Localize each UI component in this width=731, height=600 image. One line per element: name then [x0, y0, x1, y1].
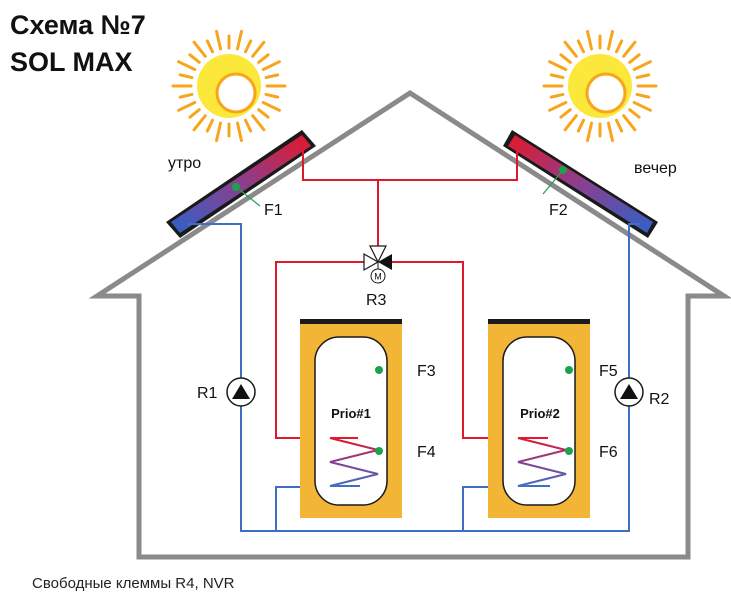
sun-ray	[205, 118, 215, 133]
sun-ray	[586, 29, 594, 51]
storage-tank-prio1	[300, 319, 402, 518]
sun-ray	[192, 40, 207, 58]
pump-r1-icon	[226, 377, 256, 407]
sun-ray	[548, 100, 568, 112]
label-evening: вечер	[634, 160, 677, 177]
sun-ray	[622, 114, 637, 132]
label-morning: утро	[168, 155, 201, 172]
pump-r2-icon	[614, 377, 644, 407]
sun-ray	[205, 39, 215, 54]
sun-ray	[178, 92, 194, 99]
sun-ray	[215, 29, 223, 51]
three-way-valve-r3-icon: M	[363, 245, 392, 284]
sun-ray	[586, 121, 594, 143]
sun-ray	[576, 39, 586, 54]
title-line-2: SOL MAX	[10, 47, 133, 77]
sun-ray	[559, 108, 572, 119]
label-r1: R1	[197, 385, 218, 402]
label-f6: F6	[599, 444, 618, 461]
sun-ray	[606, 29, 614, 51]
sun-ray	[178, 73, 194, 80]
sun-ray	[243, 118, 253, 133]
sun-ray	[251, 114, 266, 132]
sun-ray	[192, 114, 207, 132]
sun-ray	[606, 121, 614, 143]
label-r2: R2	[649, 391, 670, 408]
sun-morning-icon	[171, 29, 287, 143]
label-f3: F3	[417, 363, 436, 380]
sensor-f1	[232, 183, 240, 191]
solar-collector-right	[503, 130, 658, 238]
sun-ray	[549, 92, 565, 99]
sun-ray	[251, 40, 266, 58]
sun-ray	[635, 73, 651, 80]
sun-ray	[628, 108, 641, 119]
sensor-f6	[565, 447, 573, 455]
sun-ray	[235, 29, 243, 51]
sensor-f2	[559, 166, 567, 174]
sun-ray	[215, 121, 223, 143]
sun-ray	[243, 39, 253, 54]
sensor-leaders	[235, 169, 564, 207]
title-line-1: Схема №7	[10, 10, 146, 40]
sun-ray	[614, 118, 624, 133]
label-f2: F2	[549, 202, 568, 219]
sun-ray	[188, 108, 201, 119]
solar-collector-left	[166, 130, 316, 238]
storage-tank-prio2	[488, 319, 590, 518]
sun-ray	[559, 53, 572, 64]
sun-ray	[632, 60, 652, 72]
sensor-f4	[375, 447, 383, 455]
sun-evening-icon	[542, 29, 658, 143]
sun-ray	[177, 100, 197, 112]
sun-ray	[563, 40, 578, 58]
label-r3: R3	[366, 292, 387, 309]
sun-ray	[628, 53, 641, 64]
sun-ray	[261, 60, 281, 72]
sun-ray	[188, 53, 201, 64]
sun-ray	[622, 40, 637, 58]
motor-label: M	[374, 272, 382, 282]
sensor-f5	[565, 366, 573, 374]
sun-ray	[549, 73, 565, 80]
sun-ray	[563, 114, 578, 132]
sensor-f3	[375, 366, 383, 374]
sun-ray	[257, 108, 270, 119]
sun-ray	[264, 92, 280, 99]
sun-ray	[576, 118, 586, 133]
sun-ray	[235, 121, 243, 143]
label-tank-prio1: Prio#1	[331, 406, 371, 421]
label-f4: F4	[417, 444, 436, 461]
label-f1: F1	[264, 202, 283, 219]
label-f5: F5	[599, 363, 618, 380]
sun-ray	[261, 100, 281, 112]
sun-ray	[632, 100, 652, 112]
sun-ray	[614, 39, 624, 54]
sun-ray	[635, 92, 651, 99]
footer-note: Свободные клеммы R4, NVR	[32, 575, 235, 592]
sun-ray	[177, 60, 197, 72]
sun-ray	[257, 53, 270, 64]
sun-ray	[548, 60, 568, 72]
sun-ray	[264, 73, 280, 80]
label-tank-prio2: Prio#2	[520, 406, 560, 421]
house-outline	[88, 90, 731, 560]
